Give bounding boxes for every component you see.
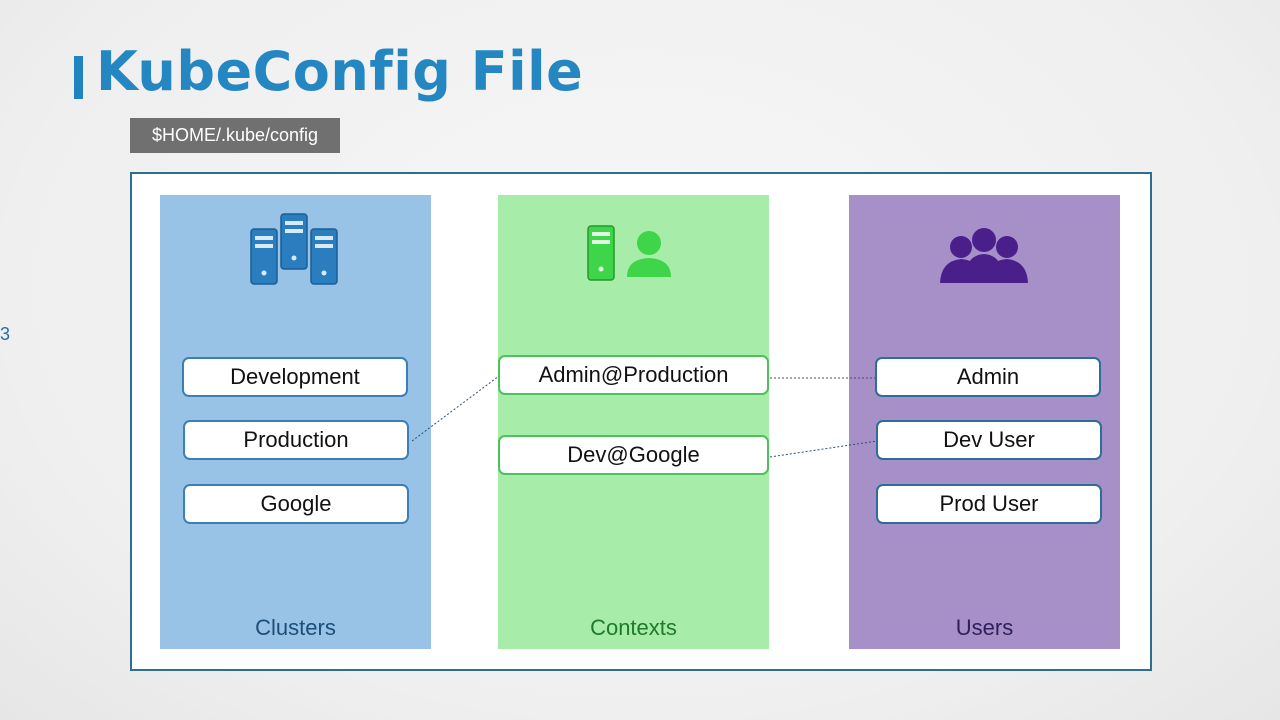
- user-item-dev-user[interactable]: Dev User: [876, 420, 1102, 460]
- contexts-label: Contexts: [590, 615, 677, 640]
- side-marker: 3: [0, 324, 11, 344]
- server-user-icon: [587, 225, 671, 281]
- context-item-dev-google[interactable]: Dev@Google: [498, 435, 769, 475]
- title-accent-bar: [74, 56, 83, 99]
- users-label: Users: [955, 615, 1014, 640]
- clusters-label: Clusters: [255, 615, 336, 640]
- users-group-icon: [940, 228, 1028, 283]
- context-item-admin-production[interactable]: Admin@Production: [498, 355, 769, 395]
- cluster-item-google[interactable]: Google: [183, 484, 409, 524]
- page-title: KubeConfig File: [96, 40, 584, 103]
- user-item-prod-user[interactable]: Prod User: [876, 484, 1102, 524]
- cluster-item-production[interactable]: Production: [183, 420, 409, 460]
- user-item-admin[interactable]: Admin: [875, 357, 1101, 397]
- config-path-badge: $HOME/.kube/config: [130, 118, 340, 153]
- cluster-item-development[interactable]: Development: [182, 357, 408, 397]
- contexts-column: Contexts: [498, 195, 769, 649]
- servers-icon: [250, 213, 338, 285]
